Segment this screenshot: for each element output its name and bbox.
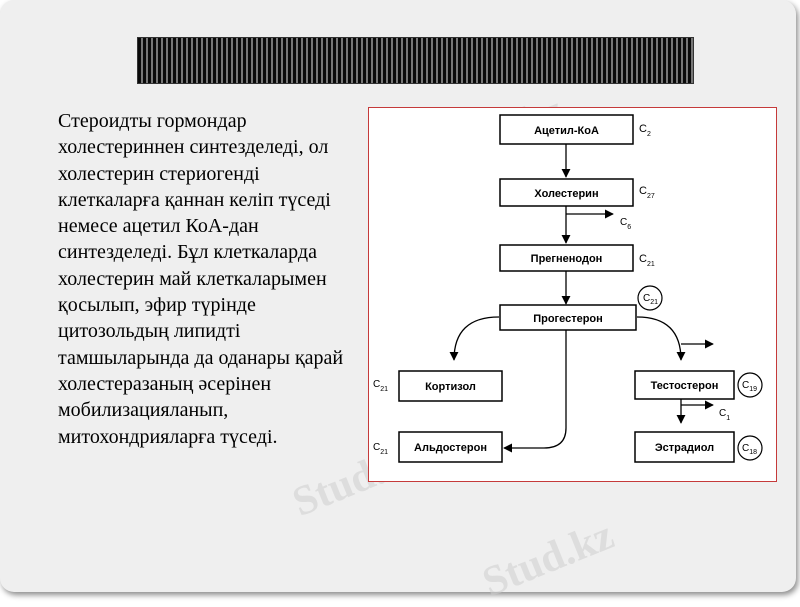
node-label: Тестостерон [651, 380, 719, 392]
node-box [398, 370, 503, 402]
node-label: Холестерин [534, 188, 598, 200]
body-paragraph: Стероидты гормондар холестериннен синтез… [58, 110, 344, 448]
node-label: Альдостерон [414, 442, 487, 454]
node-box [499, 178, 634, 207]
carbon-count: C18 [742, 443, 757, 456]
carbon-count-circle [737, 372, 763, 398]
node-box [634, 431, 735, 463]
carbon-count: C21 [643, 293, 658, 306]
arrow-to-aldosterone [503, 330, 567, 453]
carbon-count-circle [637, 285, 663, 311]
carbon-count: C2 [639, 123, 651, 138]
carbon-count: C21 [373, 442, 388, 456]
node-box [499, 244, 634, 272]
node-box [634, 370, 735, 400]
carbon-count: C6 [620, 217, 631, 231]
carbon-count: C1 [719, 408, 730, 422]
node-label: Эстрадиол [655, 442, 714, 454]
steroid-synthesis-diagram: Ацетил-КоА Холестерин Прегненодон Прогес… [368, 107, 777, 482]
node-box [398, 431, 503, 463]
carbon-count-circle [737, 435, 763, 461]
arrow-to-cortisol [449, 316, 500, 361]
node-box [499, 114, 634, 145]
carbon-count: C27 [639, 185, 655, 200]
slide-title-bar [137, 37, 694, 84]
node-label: Ацетил-КоА [534, 125, 599, 137]
node-label: Прогестерон [533, 313, 603, 325]
node-label: Прегненодон [531, 253, 603, 265]
carbon-count: C21 [373, 379, 388, 393]
arrow-to-testosterone [636, 316, 686, 361]
node-box [499, 304, 637, 331]
carbon-count: C19 [742, 380, 757, 393]
diagram-svg: Ацетил-КоА Холестерин Прегненодон Прогес… [373, 114, 763, 463]
carbon-count: C21 [639, 253, 655, 268]
node-label: Кортизол [425, 381, 476, 393]
